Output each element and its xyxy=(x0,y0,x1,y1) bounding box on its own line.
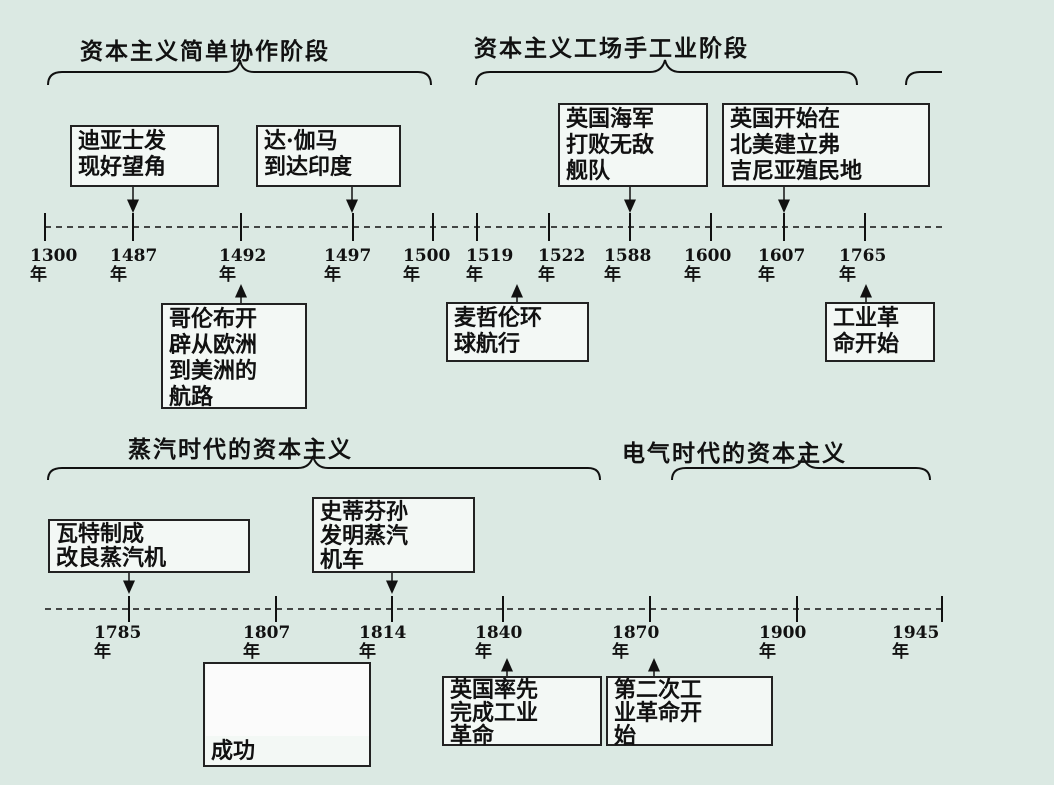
year-label: 1945 年 xyxy=(892,623,940,662)
event-dias: 迪亚士发 现好望角 xyxy=(70,125,219,187)
year-label: 1870 年 xyxy=(612,623,660,662)
brace-electric-age xyxy=(671,455,931,481)
period-simple-cooperation: 资本主义简单协作阶段 xyxy=(80,38,330,65)
year-label: 1522 年 xyxy=(538,246,586,285)
brace-steam-age xyxy=(47,455,601,481)
event-second-revolution: 第二次工 业革命开 始 xyxy=(606,676,773,748)
event-virginia: 英国开始在 北美建立弗 吉尼亚殖民地 xyxy=(722,103,930,187)
obscured-region xyxy=(206,664,369,736)
year-label: 1492 年 xyxy=(219,246,267,285)
event-britain-complete: 英国率先 完成工业 革命 xyxy=(442,676,602,748)
year-label: 1785 年 xyxy=(94,623,142,662)
year-label: 1807 年 xyxy=(243,623,291,662)
year-label: 1900 年 xyxy=(759,623,807,662)
bottom-axis xyxy=(45,596,943,622)
period-steam-age: 蒸汽时代的资本主义 xyxy=(128,436,353,463)
year-label: 1500 年 xyxy=(403,246,451,285)
year-label: 1814 年 xyxy=(359,623,407,662)
event-magellan: 麦哲伦环 球航行 xyxy=(446,302,589,362)
year-label: 1497 年 xyxy=(324,246,372,285)
top-axis xyxy=(44,213,942,241)
year-label: 1600 年 xyxy=(684,246,732,285)
event-armada: 英国海军 打败无敌 舰队 xyxy=(558,103,708,187)
brace-manufacture xyxy=(475,59,858,86)
year-label: 1840 年 xyxy=(475,623,523,662)
year-label: 1519 年 xyxy=(466,246,514,285)
year-label: 1588 年 xyxy=(604,246,652,285)
year-label: 1300 年 xyxy=(30,246,78,285)
event-watt: 瓦特制成 改良蒸汽机 xyxy=(48,519,250,573)
brace-simple-cooperation xyxy=(47,59,432,86)
event-columbus: 哥伦布开 辟从欧洲 到美洲的 航路 xyxy=(161,303,307,410)
period-manufacture: 资本主义工场手工业阶段 xyxy=(474,35,749,62)
event-stephenson: 史蒂芬孙 发明蒸汽 机车 xyxy=(312,497,475,573)
brace-partial xyxy=(905,71,942,86)
year-label: 1487 年 xyxy=(110,246,158,285)
period-electric-age: 电气时代的资本主义 xyxy=(622,440,847,467)
year-label: 1765 年 xyxy=(839,246,887,285)
event-gama: 达·伽马 到达印度 xyxy=(256,125,401,187)
event-industrial-revolution: 工业革 命开始 xyxy=(825,302,935,362)
year-label: 1607 年 xyxy=(758,246,806,285)
